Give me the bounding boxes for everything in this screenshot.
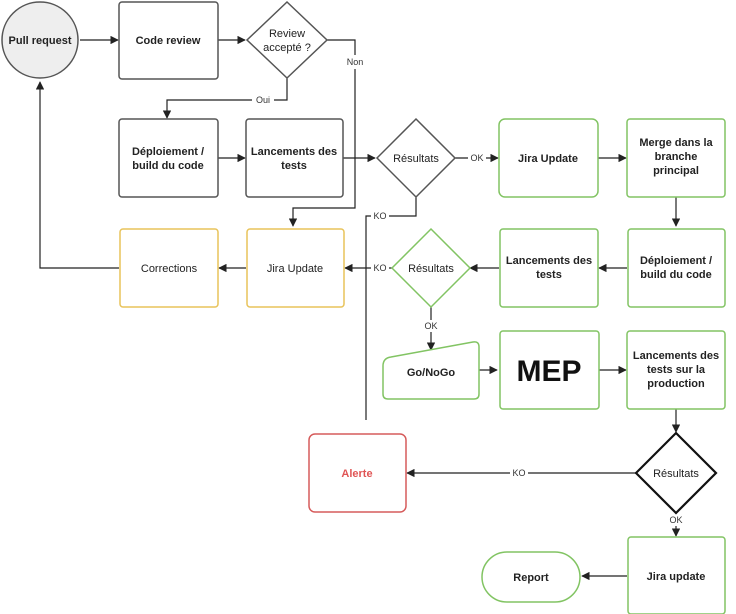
- node-corrections: Corrections: [119, 228, 219, 308]
- node-resultats-1: Résultats: [375, 117, 457, 199]
- node-resultats-3-label: Résultats: [653, 468, 699, 480]
- edge-label-ko3: KO: [512, 468, 525, 478]
- edge-label-non: Non: [347, 57, 364, 67]
- edge-results1-ko: [365, 196, 417, 420]
- node-merge: Merge dans la branche principal: [626, 118, 726, 198]
- node-lancements-prod-line3: production: [647, 378, 705, 390]
- node-jira-update-green: Jira Update: [498, 118, 599, 198]
- node-lancements-2-line2: tests: [536, 269, 562, 281]
- node-alerte-label: Alerte: [341, 468, 372, 480]
- node-merge-line2: branche: [655, 151, 698, 163]
- edge-label-ok3: OK: [669, 515, 682, 525]
- edge-label-ok1: OK: [470, 153, 483, 163]
- node-gonogo: Go/NoGo: [382, 341, 480, 400]
- node-deploiement-1: Déploiement / build du code: [118, 118, 219, 198]
- edge-label-ko1: KO: [373, 211, 386, 221]
- node-lancements-1-line1: Lancements des: [251, 146, 337, 158]
- node-deploiement-1-line1: Déploiement /: [132, 146, 204, 158]
- node-corrections-label: Corrections: [141, 263, 198, 275]
- node-resultats-2: Résultats: [390, 227, 472, 309]
- edge-corrections-to-pr: [35, 81, 119, 269]
- node-deploiement-2-line1: Déploiement /: [640, 255, 712, 267]
- edge-label-ok2: OK: [424, 321, 437, 331]
- node-report-label: Report: [513, 572, 549, 584]
- edge-label-oui: Oui: [256, 95, 270, 105]
- node-lancements-1-line2: tests: [281, 160, 307, 172]
- node-gonogo-label: Go/NoGo: [407, 367, 456, 379]
- node-pull-request-label: Pull request: [9, 35, 72, 47]
- node-mep: MEP: [499, 330, 600, 410]
- node-lancements-prod: Lancements des tests sur la production: [626, 330, 726, 410]
- edges: [35, 35, 681, 581]
- node-merge-line3: principal: [653, 165, 699, 177]
- edge-label-ko2: KO: [373, 263, 386, 273]
- node-merge-line1: Merge dans la: [639, 137, 713, 149]
- node-lancements-prod-line1: Lancements des: [633, 350, 719, 362]
- node-lancements-1: Lancements des tests: [245, 118, 344, 198]
- node-review-accepte-line1: Review: [269, 28, 305, 40]
- node-resultats-2-label: Résultats: [408, 263, 454, 275]
- node-lancements-2-line1: Lancements des: [506, 255, 592, 267]
- node-jira-update-yellow: Jira Update: [246, 228, 345, 308]
- node-jira-update-green-label: Jira Update: [518, 153, 578, 165]
- node-code-review-label: Code review: [136, 35, 201, 47]
- node-review-accepte-line2: accepté ?: [263, 42, 311, 54]
- node-resultats-3: Résultats: [634, 431, 718, 515]
- node-deploiement-2: Déploiement / build du code: [627, 228, 726, 308]
- node-jira-update-yellow-label: Jira Update: [267, 263, 323, 275]
- edge-decision-oui: [162, 78, 288, 119]
- node-resultats-1-label: Résultats: [393, 153, 439, 165]
- node-pull-request: Pull request: [1, 1, 79, 79]
- node-lancements-prod-line2: tests sur la: [647, 364, 706, 376]
- node-alerte: Alerte: [308, 433, 407, 513]
- node-deploiement-2-line2: build du code: [640, 269, 712, 281]
- node-code-review: Code review: [118, 1, 219, 80]
- node-lancements-2: Lancements des tests: [499, 228, 599, 308]
- edge-decision-non: [288, 39, 356, 227]
- edge-labels: Non Oui OK KO KO OK KO OK: [252, 55, 685, 526]
- node-jira-update-final-label: Jira update: [647, 571, 706, 583]
- node-review-accepte: Review accepté ?: [245, 0, 329, 80]
- node-deploiement-1-line2: build du code: [132, 160, 204, 172]
- node-report: Report: [481, 551, 581, 603]
- node-jira-update-final: Jira update: [627, 536, 726, 614]
- node-mep-label: MEP: [516, 355, 581, 388]
